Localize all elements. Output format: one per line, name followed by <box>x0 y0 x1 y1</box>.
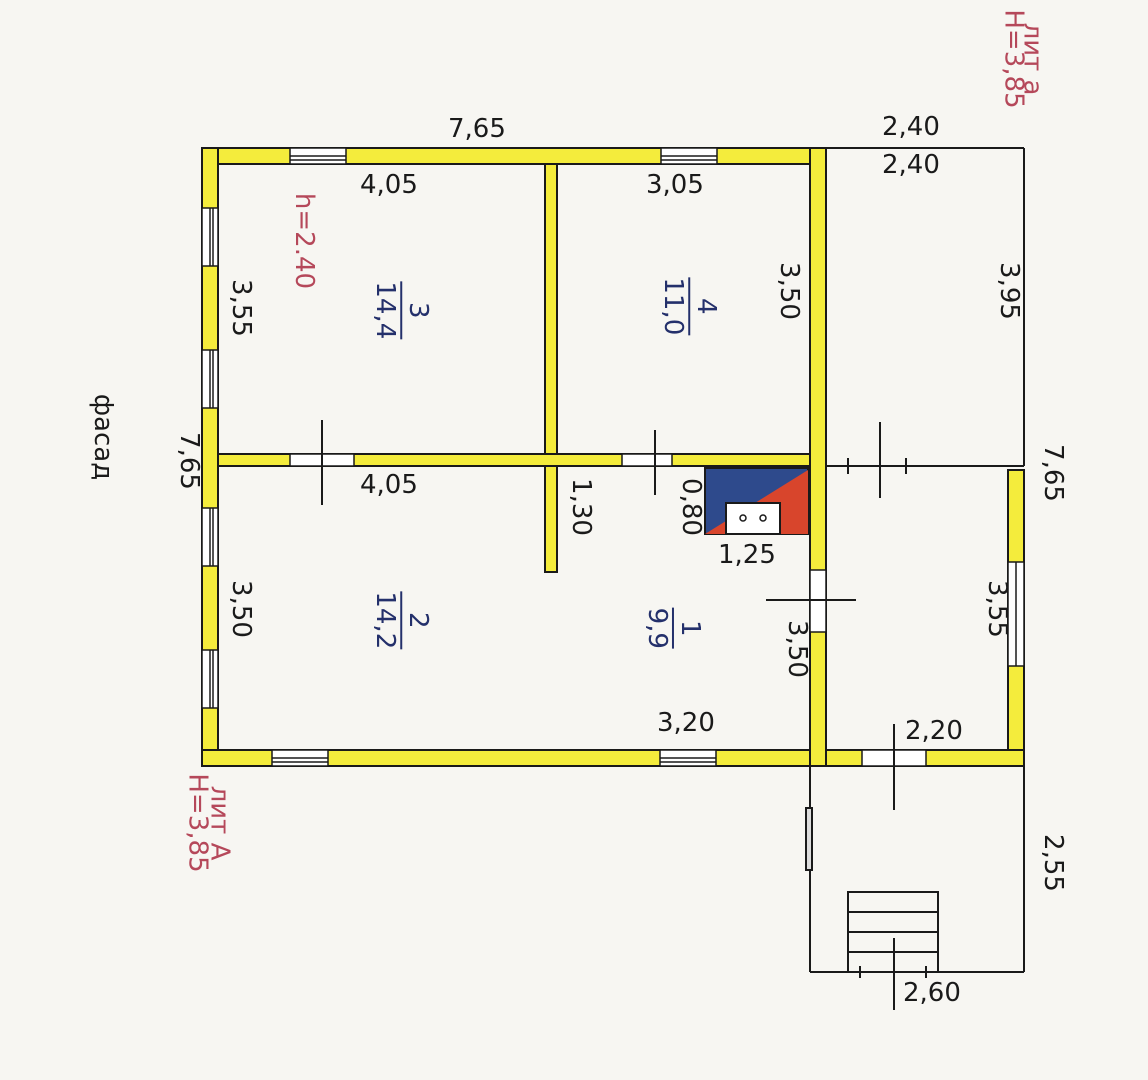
dim-porch-bottom: 2,60 <box>903 978 961 1008</box>
dim-room2-left: 3,50 <box>225 580 256 638</box>
facade-label: фасад <box>88 393 119 481</box>
room-3-label: 3 14,4 <box>369 281 434 340</box>
dim-left-overall: 7,65 <box>173 432 204 490</box>
dim-partition: 1,30 <box>565 478 596 536</box>
dim-annex-side: 3,95 <box>993 262 1024 320</box>
porch <box>805 766 1025 1010</box>
dim-stove-w: 0,80 <box>675 478 706 536</box>
annex-lit-a <box>826 147 1025 466</box>
stove-icon <box>704 467 809 535</box>
lit-a-upper-height: Н=3,85 <box>998 9 1029 109</box>
dim-right-overall: 7,65 <box>1037 444 1068 502</box>
door-markers <box>321 420 1024 601</box>
room-2-label: 2 14,2 <box>369 591 434 650</box>
dim-room4-top: 3,05 <box>646 170 704 200</box>
dim-room1-bottom: 3,20 <box>657 708 715 738</box>
room-4-label: 4 11,0 <box>657 277 722 336</box>
windows <box>201 147 827 767</box>
dim-room2-top: 4,05 <box>360 470 418 500</box>
dim-annex-top-inner: 2,40 <box>882 150 940 180</box>
room-height-label: h=2.40 <box>289 192 320 290</box>
dim-annex2-bottom: 2,20 <box>905 716 963 746</box>
dim-room3-top: 4,05 <box>360 170 418 200</box>
dim-stove-l: 1,25 <box>718 540 776 570</box>
dim-porch-side: 2,55 <box>1037 834 1068 892</box>
dim-room3-left: 3,55 <box>225 279 256 337</box>
dim-room4-right: 3,50 <box>773 262 804 320</box>
lit-A-height: Н=3,85 <box>182 773 213 873</box>
dim-annex2-side: 3,55 <box>981 580 1012 638</box>
dim-room1-right: 3,50 <box>781 620 812 678</box>
dim-annex-top-outer: 2,40 <box>882 112 940 142</box>
room-1-label: 1 9,9 <box>641 607 705 649</box>
dim-top-overall: 7,65 <box>448 114 506 144</box>
